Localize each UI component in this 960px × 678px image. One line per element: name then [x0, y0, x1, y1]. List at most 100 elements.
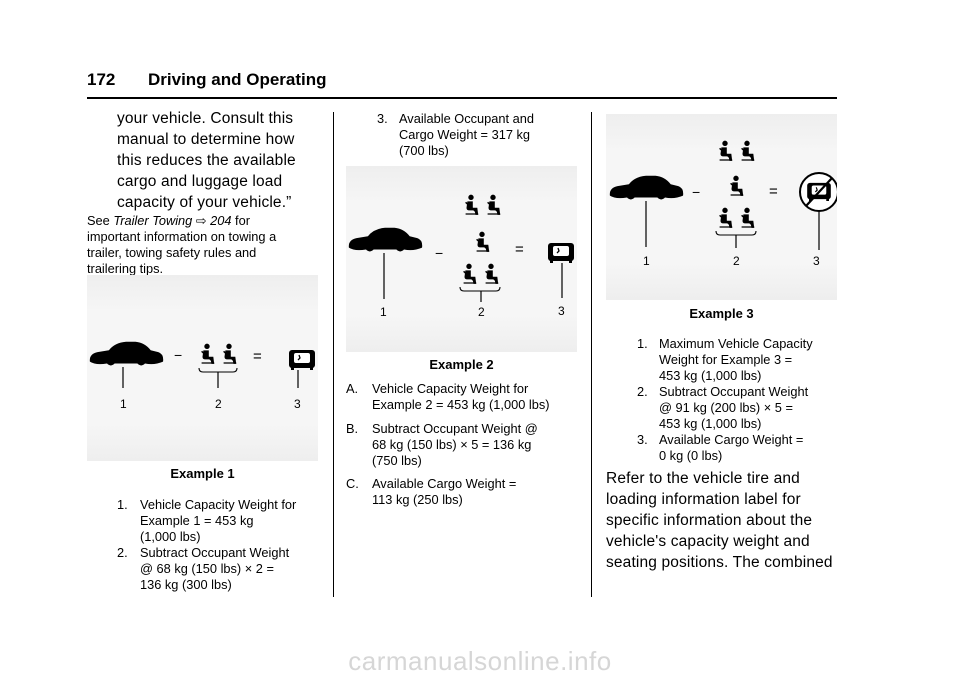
occupant-seat-icon	[200, 343, 215, 365]
text-line: 453 kg (1,000 lbs)	[659, 416, 762, 431]
text-line: Maximum Vehicle Capacity	[659, 336, 813, 351]
occupant-seat-icon	[484, 263, 499, 285]
quote-paragraph: your vehicle. Consult this manual to det…	[117, 108, 296, 213]
see-suffix: for	[231, 213, 250, 228]
callout-1: 1	[380, 305, 387, 319]
text-line: Example 1 = 453 kg	[140, 513, 254, 528]
minus-sign: −	[435, 245, 443, 261]
text-line: 453 kg (1,000 lbs)	[659, 368, 762, 383]
callout-3: 3	[294, 397, 301, 411]
text-line: capacity of your vehicle.”	[117, 194, 292, 211]
list-marker: 1.	[117, 497, 128, 512]
page-ref-arrow-icon: ⇨	[195, 213, 207, 228]
column-divider-2	[591, 112, 592, 597]
example-1-figure: − = 1 2 3	[87, 275, 318, 461]
list-marker: 3.	[637, 432, 648, 447]
vehicle-icon	[89, 341, 164, 366]
page-number: 172	[87, 70, 116, 89]
callout-1: 1	[120, 397, 127, 411]
occupant-seat-icon	[486, 194, 501, 216]
list-marker: B.	[346, 421, 359, 436]
occupant-seat-icon	[475, 231, 490, 253]
occupant-seat-icon	[464, 194, 479, 216]
callout-3: 3	[558, 304, 565, 318]
occupant-seat-icon	[740, 140, 755, 162]
text-line: @ 68 kg (150 lbs) × 2 =	[140, 561, 274, 576]
minus-sign: −	[692, 184, 700, 200]
trailer-towing-link[interactable]: Trailer Towing	[113, 213, 193, 228]
text-line: Subtract Occupant Weight @	[372, 421, 538, 436]
list-marker: A.	[346, 381, 359, 396]
text-line: 68 kg (150 lbs) × 5 = 136 kg	[372, 437, 532, 452]
header-rule	[87, 97, 837, 99]
cargo-trunk-icon	[547, 242, 575, 263]
occupant-seat-icon	[222, 343, 237, 365]
callout-2: 2	[215, 397, 222, 411]
callout-2: 2	[733, 254, 740, 268]
text-line: Available Cargo Weight =	[659, 432, 804, 447]
vehicle-icon	[609, 175, 684, 200]
occupant-seat-icon	[718, 207, 733, 229]
text-line: Subtract Occupant Weight	[140, 545, 290, 560]
text-line: trailering tips.	[87, 261, 164, 276]
page-ref-link[interactable]: 204	[210, 213, 232, 228]
callout-1: 1	[643, 254, 650, 268]
text-line: Available Cargo Weight =	[372, 476, 517, 491]
occupant-bracket	[459, 286, 501, 292]
section-title: Driving and Operating	[148, 70, 327, 89]
see-prefix: See	[87, 213, 114, 228]
cargo-trunk-icon	[288, 349, 316, 370]
text-line: this reduces the available	[117, 152, 296, 169]
list-marker: C.	[346, 476, 359, 491]
text-line: your vehicle. Consult this	[117, 110, 294, 127]
text-line: Vehicle Capacity Weight for	[372, 381, 529, 396]
figure-caption: Example 3	[689, 306, 754, 321]
text-line: 0 kg (0 lbs)	[659, 448, 723, 463]
occupant-seat-icon	[462, 263, 477, 285]
occupant-bracket	[715, 230, 757, 236]
list-marker: 1.	[637, 336, 648, 351]
text-line: trailer, towing safety rules and	[87, 245, 257, 260]
equals-sign: =	[769, 183, 778, 200]
example-2-figure: − = 1 2 3	[346, 166, 577, 352]
no-cargo-icon	[799, 172, 839, 212]
text-line: Weight for Example 3 =	[659, 352, 793, 367]
column-divider-1	[333, 112, 334, 597]
figure-caption: Example 2	[429, 357, 494, 372]
figure-caption: Example 1	[170, 466, 235, 481]
text-line: @ 91 kg (200 lbs) × 5 =	[659, 400, 793, 415]
text-line: 136 kg (300 lbs)	[140, 577, 232, 592]
text-line: Example 2 = 453 kg (1,000 lbs)	[372, 397, 550, 412]
text-line: (750 lbs)	[372, 453, 422, 468]
list-marker: 3.	[377, 111, 388, 126]
callout-3: 3	[813, 254, 820, 268]
occupant-bracket	[198, 367, 238, 373]
text-line: (1,000 lbs)	[140, 529, 201, 544]
watermark: carmanualsonline.info	[348, 646, 612, 676]
text-line: Subtract Occupant Weight	[659, 384, 809, 399]
minus-sign: −	[174, 347, 182, 363]
list-marker: 2.	[117, 545, 128, 560]
callout-2: 2	[478, 305, 485, 319]
see-reference-paragraph: See Trailer Towing ⇨ 204 for important i…	[87, 213, 276, 277]
occupant-seat-icon	[729, 175, 744, 197]
occupant-seat-icon	[740, 207, 755, 229]
text-line: 113 kg (250 lbs)	[372, 492, 463, 507]
text-line: (700 lbs)	[399, 143, 449, 158]
text-line: loading information label for	[606, 491, 801, 508]
occupant-seat-icon	[718, 140, 733, 162]
example-3-figure: − = 1 2 3	[606, 114, 839, 300]
text-line: vehicle's capacity weight and	[606, 533, 810, 550]
text-line: Cargo Weight = 317 kg	[399, 127, 531, 142]
vehicle-icon	[348, 227, 423, 252]
text-line: Available Occupant and	[399, 111, 534, 126]
text-line: cargo and luggage load	[117, 173, 283, 190]
text-line: specific information about the	[606, 512, 813, 529]
text-line: important information on towing a	[87, 229, 277, 244]
text-line: Refer to the vehicle tire and	[606, 470, 800, 487]
equals-sign: =	[515, 241, 524, 258]
text-line: manual to determine how	[117, 131, 295, 148]
list-marker: 2.	[637, 384, 648, 399]
closing-paragraph: Refer to the vehicle tire and loading in…	[606, 468, 833, 573]
text-line: seating positions. The combined	[606, 554, 833, 571]
